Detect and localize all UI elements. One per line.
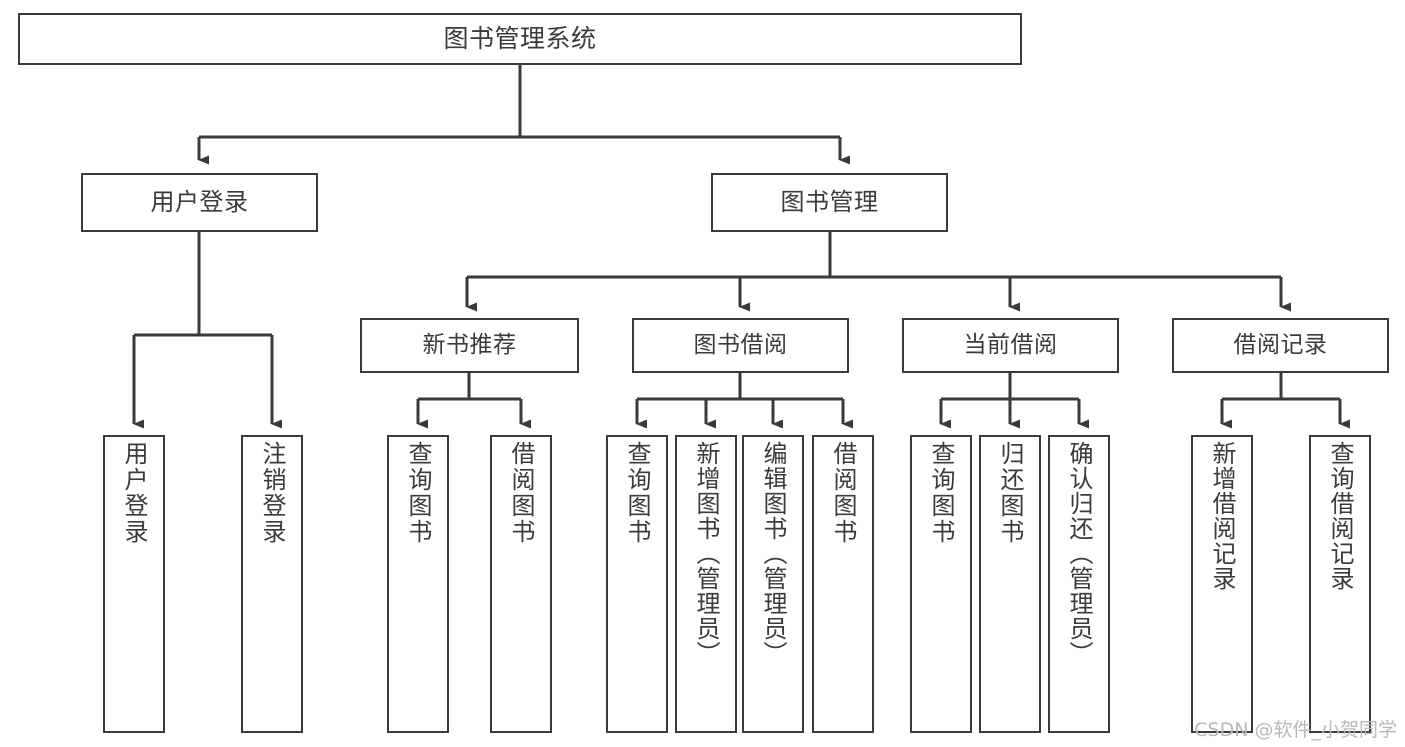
node-leaf-return-book[interactable]: 归还图书 [979,435,1041,733]
node-borrow-record[interactable]: 借阅记录 [1172,318,1389,373]
node-label: 注销登录 [258,441,286,545]
edge-book-borrow-to-leaves [635,373,853,429]
node-leaf-add-record[interactable]: 新增借阅记录 [1191,435,1253,733]
node-leaf-confirm-return[interactable]: 确认归还（管理员） [1048,435,1110,733]
node-book-management[interactable]: 图书管理 [711,173,948,232]
edge-user-login-to-leaves [132,232,282,429]
node-label: 图书管理 [780,188,879,217]
node-label: 新增图书（管理员） [692,441,720,666]
node-leaf-query-book-3[interactable]: 查询图书 [910,435,972,733]
node-user-login[interactable]: 用户登录 [81,173,318,232]
node-label: 借阅图书 [829,441,857,545]
node-leaf-logout-login[interactable]: 注销登录 [241,435,303,733]
node-label: 查询借阅记录 [1326,441,1354,591]
node-leaf-edit-book[interactable]: 编辑图书（管理员） [742,435,804,733]
node-label: 图书借阅 [693,331,788,358]
node-label: 图书管理系统 [443,24,597,53]
node-label: 归还图书 [996,441,1024,545]
node-label: 编辑图书（管理员） [759,441,787,666]
node-label: 查询图书 [404,441,432,545]
node-new-book-recommend[interactable]: 新书推荐 [360,318,579,373]
node-leaf-borrow-book-1[interactable]: 借阅图书 [490,435,552,733]
node-label: 查询图书 [927,441,955,545]
node-current-borrow[interactable]: 当前借阅 [902,318,1119,373]
node-label: 查询图书 [623,441,651,545]
node-label: 用户登录 [150,188,249,217]
node-leaf-query-record[interactable]: 查询借阅记录 [1309,435,1371,733]
edge-borrow-record-to-leaves [1220,373,1350,429]
node-label: 借阅记录 [1233,331,1328,358]
node-leaf-add-book[interactable]: 新增图书（管理员） [675,435,737,733]
node-leaf-query-book-1[interactable]: 查询图书 [387,435,449,733]
node-label: 用户登录 [120,441,148,545]
node-root-book-management-system[interactable]: 图书管理系统 [18,13,1022,65]
node-leaf-user-login[interactable]: 用户登录 [103,435,165,733]
node-book-borrow[interactable]: 图书借阅 [632,318,849,373]
node-label: 确认归还（管理员） [1065,441,1093,666]
edge-new-book-recommend-to-leaves [416,373,531,429]
node-label: 新增借阅记录 [1208,441,1236,591]
edge-book-management-to-level2 [465,232,1291,312]
node-leaf-borrow-book-2[interactable]: 借阅图书 [812,435,874,733]
edge-current-borrow-to-leaves [939,373,1089,429]
edge-root-to-level1 [197,65,850,165]
node-leaf-query-book-2[interactable]: 查询图书 [606,435,668,733]
node-label: 借阅图书 [507,441,535,545]
node-label: 新书推荐 [422,331,517,358]
watermark-text: CSDN @软件_小贺同学 [1194,719,1397,741]
node-label: 当前借阅 [963,331,1058,358]
